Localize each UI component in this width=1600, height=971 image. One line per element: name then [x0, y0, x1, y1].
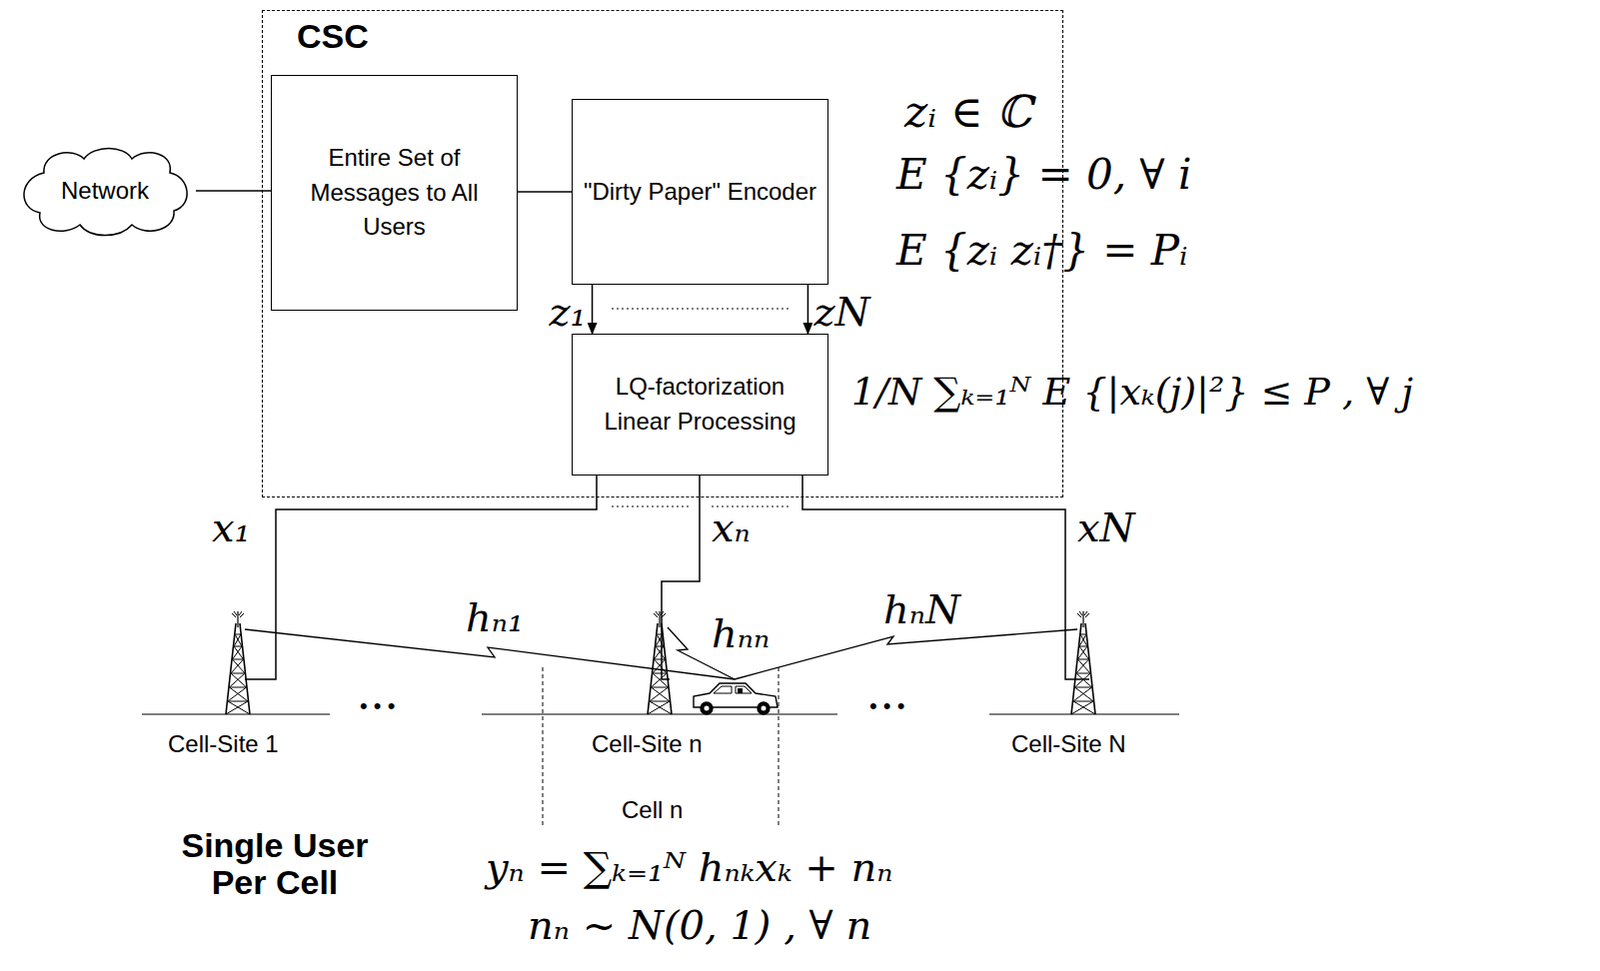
connector: [517, 190, 572, 193]
site-label: Cell-Site n: [591, 731, 703, 758]
connector: [195, 189, 271, 192]
ground-line: [141, 713, 1180, 715]
container-heading: CSC: [296, 16, 369, 56]
signal-label: x₁: [211, 505, 251, 550]
wire: [244, 474, 1090, 680]
box-text: Entire Set of Messages to All Users: [279, 140, 509, 245]
connector: [591, 284, 594, 334]
math-label: E {zᵢ} = 0, ∀ i: [896, 151, 1192, 198]
equation: nₙ ~ N(0, 1) , ∀ n: [527, 903, 872, 948]
network-cloud: Network: [13, 142, 196, 239]
ellipsis: • • •: [359, 694, 395, 719]
box-text: "Dirty Paper" Encoder: [583, 174, 817, 210]
process-box: LQ-factorization Linear Processing: [571, 333, 829, 476]
signal-label: z₁: [548, 289, 586, 334]
process-box: Entire Set of Messages to All Users: [270, 74, 518, 311]
note: Single User Per Cell: [159, 827, 390, 903]
signal-label: xₙ: [711, 505, 751, 550]
equation: yₙ = ∑ₖ₌₁ᴺ hₙₖxₖ + nₙ: [485, 845, 893, 890]
constraint-label: 1/N ∑ₖ₌₁ᴺ E {|xₖ(j)|²} ≤ P , ∀ j: [851, 371, 1414, 414]
process-box: "Dirty Paper" Encoder: [571, 98, 829, 285]
ellipsis: • • •: [869, 694, 905, 719]
cell-boundary: [542, 667, 779, 828]
site-label: Cell-Site 1: [167, 731, 279, 758]
connector: [807, 284, 810, 334]
site-label: Cell-Site N: [1011, 731, 1127, 758]
math-label: zᵢ ∈ ℂ: [904, 87, 1033, 136]
box-text: Network: [60, 176, 149, 205]
signal-label: xN: [1077, 505, 1136, 550]
math-label: E {zᵢ zᵢ†} = Pᵢ: [896, 227, 1189, 274]
channel-label: hₙ₁: [465, 595, 524, 640]
car-illustration: [693, 683, 778, 715]
channel-link: [244, 627, 1078, 680]
dotted-bus: [611, 308, 790, 310]
box-text: LQ-factorization Linear Processing: [580, 369, 820, 440]
cell-label: Cell n: [621, 797, 683, 824]
channel-label: hₙₙ: [711, 611, 770, 656]
channel-label: hₙN: [883, 587, 961, 632]
signal-label: zN: [813, 289, 870, 334]
